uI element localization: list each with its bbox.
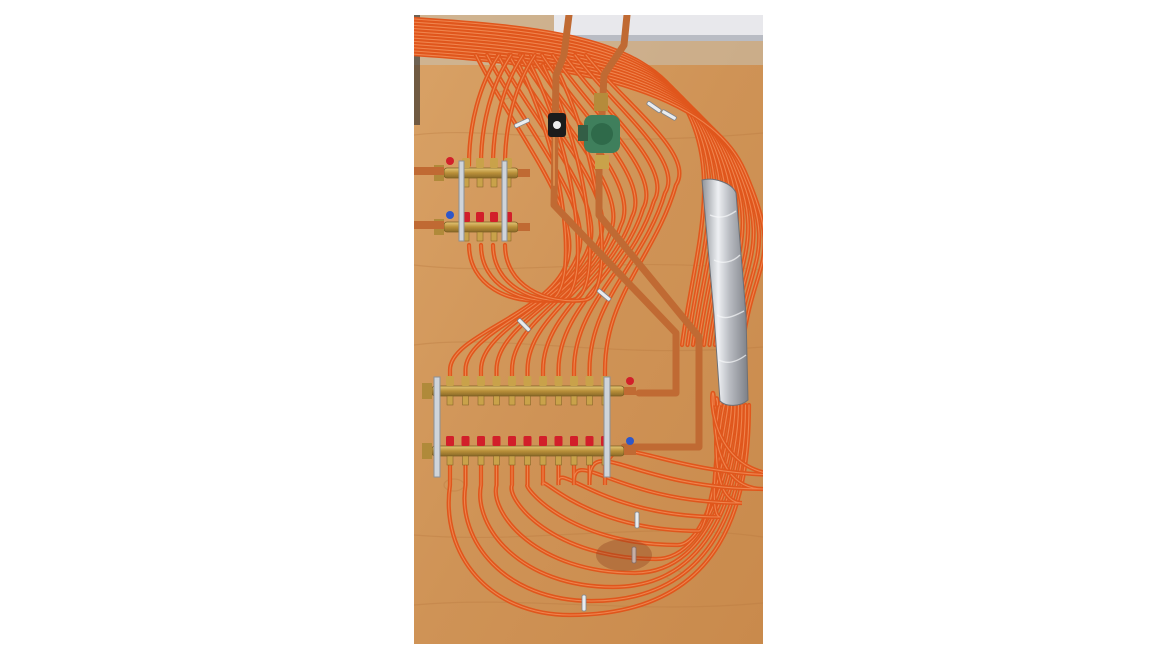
lower-supply-manifold-port-cap-9 [570,376,578,386]
lower-supply-manifold-port-fitting-1 [446,395,454,406]
upper-supply-manifold-port-fitting-2 [476,177,484,188]
upper-return-manifold-port-fitting-2 [476,231,484,242]
pex-supply-loop-11-highlight [585,54,680,386]
lower-supply-manifold-port-cap-1 [446,376,454,386]
tube-clip-6 [581,594,587,612]
lower-return-manifold-bar [431,445,625,457]
lower-return-manifold-port-fitting-2 [462,455,469,466]
lower-supply-manifold-outlet [624,387,636,395]
pex-upper-feed-1-highlight [468,54,500,166]
upper-return-ball-valve [446,211,454,219]
lower-return-manifold-port-fitting-3 [477,455,485,466]
lower-return-manifold-port-cap-4 [492,436,501,446]
foil-insulation-wrap [701,178,749,406]
upper-supply-manifold-port-cap-2 [476,158,484,168]
tube-clips [513,100,677,612]
lower-return-manifold-end-cap [422,443,432,459]
tube-clip-8 [646,100,662,114]
lower-return-manifold-port-cap-10 [585,436,594,446]
pex-upper-return-3-highlight [492,64,591,302]
tube-clip-5 [634,511,640,529]
tube-clip-3 [517,318,531,332]
lower-return-manifold-outlet [624,447,636,455]
lower-return-manifold-port-cap-3 [477,436,485,446]
tube-clip-2 [596,288,612,302]
lower-return-manifold-port-fitting-6 [524,455,531,466]
lower-supply-manifold-port-cap-7 [539,376,547,386]
upper-return-manifold-outlet [518,223,530,231]
tube-clip-4 [631,546,637,564]
lower-supply-ball-valve [626,377,634,385]
lower-return-manifold-port-cap-7 [539,436,547,446]
pex-supply-loop-7-highlight [541,54,637,386]
lower-supply-manifold-port-cap-8 [554,376,563,386]
upper-supply-inlet [414,167,444,175]
tube-clip-1 [513,117,531,129]
lower-supply-manifold-port-fitting-6 [524,395,531,406]
upper-return-inlet [414,221,444,229]
lower-return-manifold-port-fitting-8 [555,455,562,466]
pex-upper-feed-4-highlight [504,54,536,166]
manifold-scene [414,15,763,644]
pex-return-loop-5-highlight [510,404,736,560]
lower-supply-manifold-bar [431,385,625,397]
zone-valve-actuator [548,113,566,137]
circulator-pump [578,115,620,169]
pex-return-loop-2-highlight [463,404,747,602]
water-stain [596,539,652,571]
lower-return-ball-valve [626,437,634,445]
pex-upper-feed-3-highlight [492,54,524,166]
lower-return-manifold-port-fitting-1 [446,455,454,466]
pex-supply-loop-10-highlight [574,54,669,386]
lower-supply-manifold-port-fitting-4 [493,395,500,406]
upper-supply-manifold-port-fitting-3 [490,177,498,188]
upper-supply-ball-valve [446,157,454,165]
lower-supply-manifold-port-cap-10 [585,376,594,386]
upper-supply-manifold-port-cap-3 [490,158,498,168]
lower-supply-manifold-port-fitting-8 [555,395,562,406]
tube-clip-7 [661,109,677,121]
upper-return-manifold-port-fitting-3 [490,231,498,242]
lower-return-manifold-port-fitting-10 [586,455,593,466]
pex-supply-loop-8-highlight [552,54,648,386]
pex-upper-return-1-highlight [468,64,567,302]
lower-supply-manifold-port-fitting-10 [586,395,593,406]
pex-return-loop-4-highlight [495,404,740,574]
lower-supply-manifold-port-fitting-5 [508,395,516,406]
lower-return-manifold-port-fitting-7 [539,455,547,466]
mounting-brackets [433,160,611,478]
lower-supply-manifold-end-cap [422,383,432,399]
lower-manifolds [422,376,636,466]
lower-return-manifold-port-cap-1 [446,436,454,446]
lower-return-manifold-port-fitting-4 [493,455,500,466]
lower-return-manifold-port-cap-9 [570,436,578,446]
pex-upper-feed-2-highlight [480,54,512,166]
lower-supply-manifold-port-cap-3 [477,376,485,386]
pex-return-loop-7-highlight [542,404,729,532]
upper-return-manifold-port-cap-3 [490,212,498,222]
lower-return-manifold-port-cap-8 [554,436,563,446]
mixing-valve [594,93,608,111]
lower-supply-manifold-port-cap-2 [461,376,470,386]
lower-supply-manifold-port-fitting-9 [570,395,578,406]
lower-supply-manifold-port-fitting-3 [477,395,485,406]
lower-return-manifold-port-fitting-5 [508,455,516,466]
upper-return-manifold-port-cap-2 [476,212,484,222]
lower-supply-manifold-port-fitting-2 [462,395,469,406]
lower-return-manifold-port-cap-5 [508,436,516,446]
manifold-photo [414,15,763,644]
lower-supply-manifold-port-cap-4 [492,376,501,386]
lower-return-manifold-port-cap-6 [523,436,532,446]
pex-upper-return-2-highlight [480,64,579,302]
lower-return-manifold-port-cap-2 [461,436,470,446]
lower-return-manifold-port-fitting-9 [570,455,578,466]
lower-supply-manifold-port-cap-5 [508,376,516,386]
upper-supply-manifold-outlet [518,169,530,177]
lower-supply-manifold-port-cap-6 [523,376,532,386]
lower-supply-manifold-port-fitting-7 [539,395,547,406]
